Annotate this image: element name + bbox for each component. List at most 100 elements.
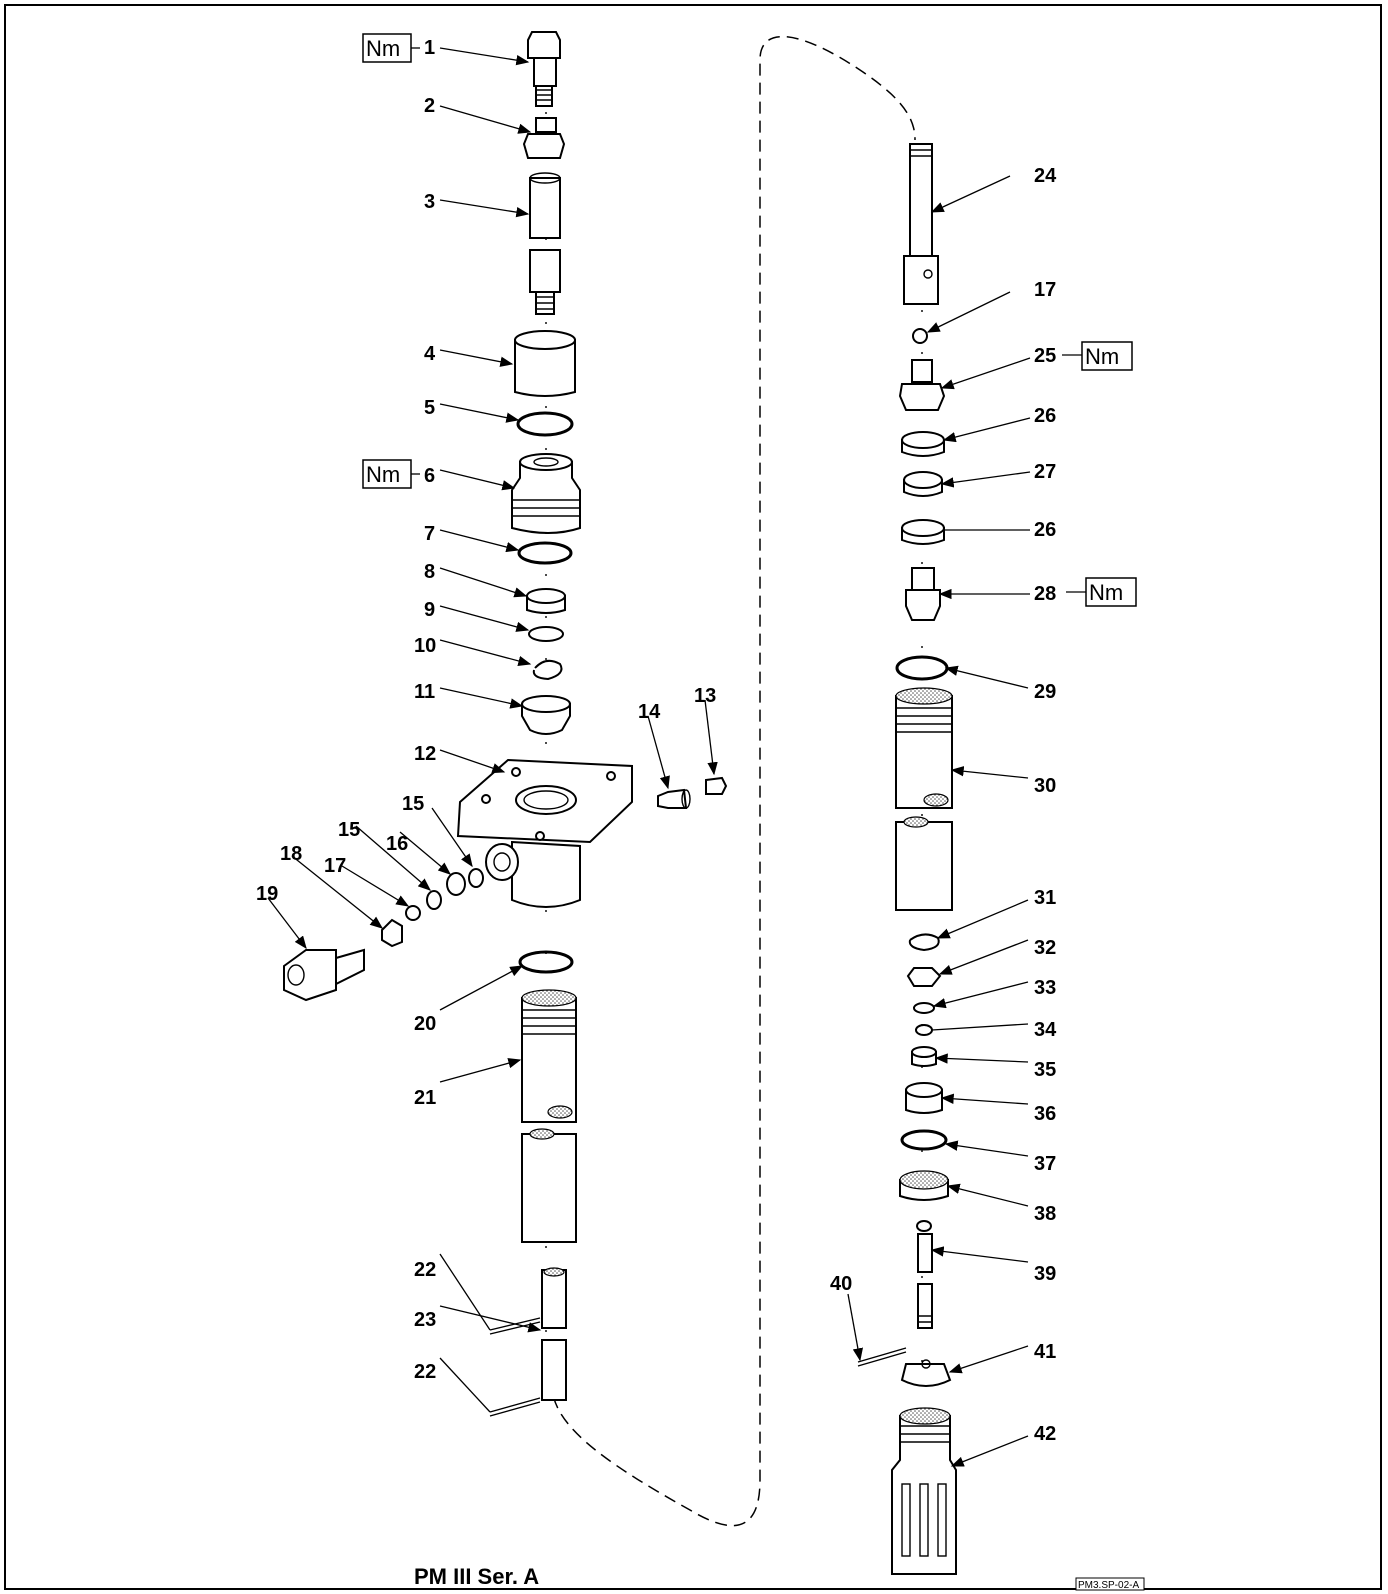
- callout-7: 7: [424, 523, 435, 545]
- callout-11: 11: [414, 681, 435, 703]
- part-40-cotter-pin: [857, 1347, 907, 1367]
- callout-28: 28: [1034, 583, 1056, 605]
- part-3-rod: [529, 172, 561, 315]
- callout-25: 25: [1034, 345, 1056, 367]
- svg-text:Nm: Nm: [1085, 344, 1119, 369]
- callout-labels: 1 2 3 4 5 6 7 8 9 10 11 12 13 14 15 15 1…: [256, 37, 1057, 1445]
- part-39-pin: [916, 1220, 933, 1329]
- part-9-ring: [528, 626, 564, 642]
- torque-box-part-28: Nm: [1066, 577, 1137, 607]
- part-26-seal-a: [901, 431, 945, 457]
- callout-15-a: 15: [402, 793, 424, 815]
- torque-box-part-25: Nm: [1062, 341, 1133, 371]
- part-34-washer: [915, 1024, 933, 1036]
- callout-33: 33: [1034, 977, 1056, 999]
- part-4-cup: [514, 330, 576, 397]
- callout-34: 34: [1034, 1019, 1057, 1041]
- part-27-spacer: [903, 471, 943, 497]
- right-assembly: [857, 143, 957, 1575]
- callout-35: 35: [1034, 1059, 1056, 1081]
- part-36-piston: [905, 1082, 943, 1114]
- callout-22-b: 22: [414, 1361, 436, 1383]
- part-15-seal-b: [426, 890, 442, 910]
- part-8-washer: [526, 588, 566, 614]
- callout-6: 6: [424, 465, 435, 487]
- callout-21: 21: [414, 1087, 436, 1109]
- part-35-nut: [911, 1046, 937, 1067]
- callout-38: 38: [1034, 1203, 1056, 1225]
- svg-text:Nm: Nm: [1089, 580, 1123, 605]
- callout-41: 41: [1034, 1341, 1056, 1363]
- part-42-strainer: [891, 1407, 957, 1575]
- part-31-circlip: [908, 933, 940, 952]
- callout-2: 2: [424, 95, 435, 117]
- part-7-o-ring: [517, 541, 573, 565]
- left-assembly: [283, 31, 728, 1417]
- assembly-link-line: [551, 35, 916, 1527]
- page-border: [4, 4, 1382, 1590]
- callout-40: 40: [830, 1273, 852, 1295]
- part-11-guide: [521, 695, 571, 735]
- part-10-circlip: [532, 659, 563, 681]
- part-12-housing: [456, 758, 633, 908]
- svg-text:Nm: Nm: [366, 462, 400, 487]
- leader-lines: [267, 47, 1031, 1467]
- callout-3: 3: [424, 191, 435, 213]
- part-33-clip: [913, 1002, 935, 1014]
- callout-1: 1: [424, 37, 435, 59]
- callout-18: 18: [280, 843, 302, 865]
- part-5-o-ring: [516, 411, 574, 437]
- callout-19: 19: [256, 883, 278, 905]
- part-1-bolt: [527, 31, 561, 107]
- part-19-adapter: [283, 948, 365, 1002]
- callout-22-a: 22: [414, 1259, 436, 1281]
- part-14-fitting: [657, 788, 691, 809]
- callout-5: 5: [424, 397, 435, 419]
- callout-23: 23: [414, 1309, 436, 1331]
- callout-9: 9: [424, 599, 435, 621]
- part-2-nipple: [522, 117, 566, 159]
- callout-30: 30: [1034, 775, 1056, 797]
- part-24-pump-rod: [903, 143, 939, 305]
- callout-12: 12: [414, 743, 436, 765]
- callout-20: 20: [414, 1013, 436, 1035]
- part-25-valve: [898, 359, 946, 411]
- part-21-tube: [521, 989, 577, 1243]
- callout-15-b: 15: [338, 819, 360, 841]
- part-38-seal: [899, 1170, 949, 1201]
- part-16-ring: [446, 872, 466, 896]
- callout-24: 24: [1034, 165, 1057, 187]
- part-6-nut: [511, 453, 581, 534]
- callout-10: 10: [414, 635, 436, 657]
- part-32-lock-washer: [906, 967, 942, 987]
- callout-4: 4: [424, 343, 436, 365]
- callout-13: 13: [694, 685, 716, 707]
- svg-text:PM3.SP-02-A: PM3.SP-02-A: [1078, 1580, 1139, 1591]
- callout-42: 42: [1034, 1423, 1056, 1445]
- drawing-code-box: PM3.SP-02-A: [1075, 1577, 1145, 1591]
- part-18-seat: [381, 918, 403, 948]
- part-15-seal-a: [468, 868, 484, 888]
- callout-26-b: 26: [1034, 519, 1056, 541]
- callout-26-a: 26: [1034, 405, 1056, 427]
- part-26-seal-b: [901, 519, 945, 545]
- part-17-ball: [405, 905, 421, 921]
- callout-17-a: 17: [324, 855, 346, 877]
- model-title: PM III Ser. A: [414, 1564, 539, 1589]
- part-13-plug: [705, 776, 728, 795]
- part-41-cap: [900, 1359, 952, 1387]
- part-20-o-ring: [518, 950, 574, 974]
- part-22-cotter-pin-b: [489, 1397, 541, 1417]
- part-29-o-ring: [895, 655, 949, 681]
- callout-31: 31: [1034, 887, 1056, 909]
- part-17-ball-b: [912, 328, 928, 344]
- callout-36: 36: [1034, 1103, 1056, 1125]
- part-28-valve: [905, 567, 941, 621]
- svg-text:Nm: Nm: [366, 36, 400, 61]
- callout-32: 32: [1034, 937, 1056, 959]
- part-30-cylinder: [895, 687, 953, 911]
- callout-17-b: 17: [1034, 279, 1056, 301]
- callout-14: 14: [638, 701, 661, 723]
- part-37-o-ring: [900, 1129, 948, 1151]
